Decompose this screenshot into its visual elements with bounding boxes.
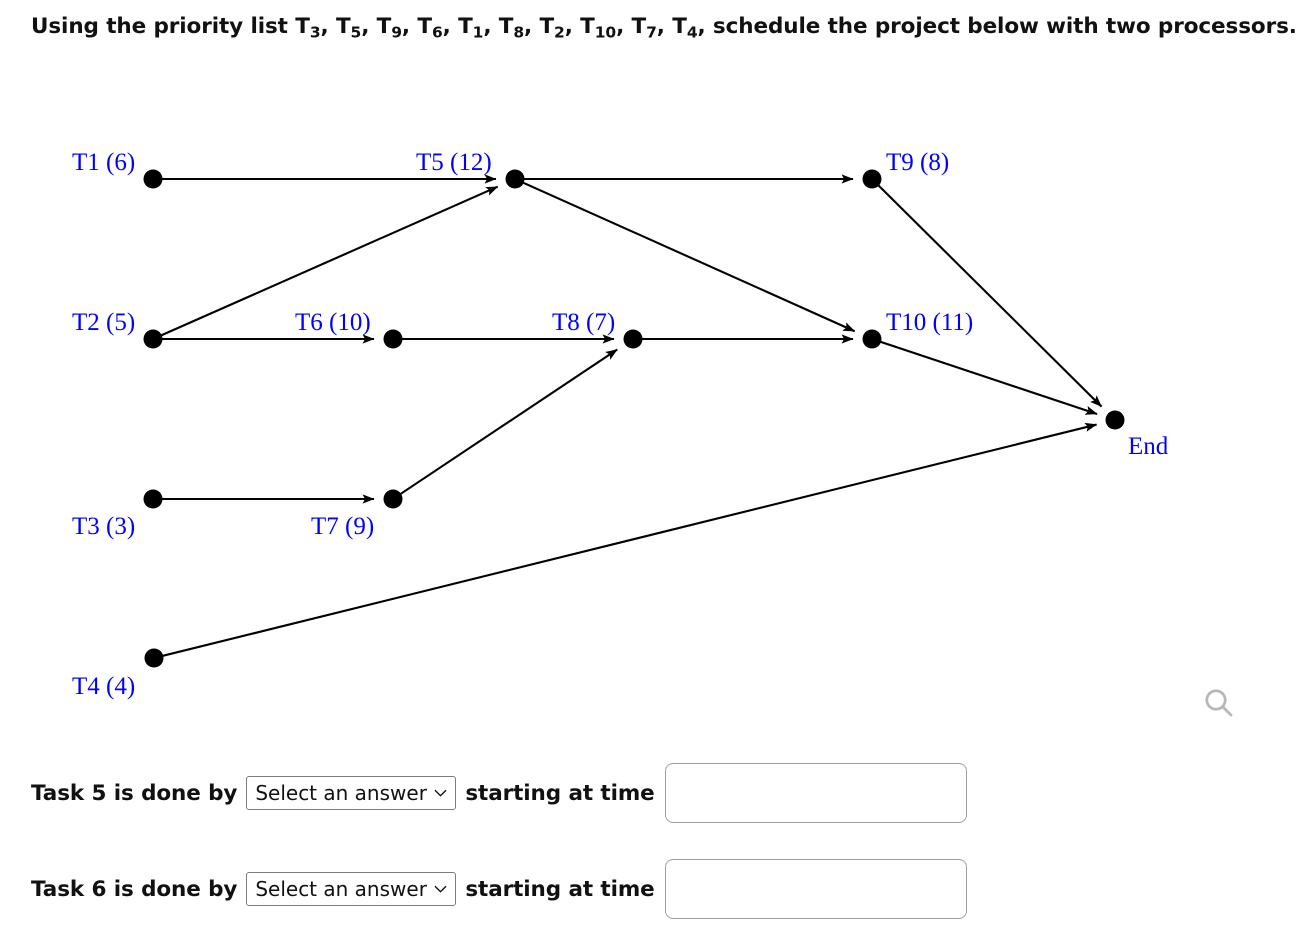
task5-processor-select[interactable]: Select an answer — [246, 776, 457, 810]
priority-list: T3, T5, T9, T6, T1, T8, T2, T10, T7, T4 — [295, 14, 698, 42]
node-t7 — [383, 489, 403, 509]
node-end — [1105, 410, 1125, 430]
priority-item-t8: T8 — [498, 14, 525, 42]
digraph-node-layer — [143, 169, 1125, 668]
priority-item-t2: T2 — [539, 14, 565, 42]
node-label-t9: T9 (8) — [886, 149, 949, 176]
node-label-t10: T10 (11) — [886, 309, 973, 336]
node-t6 — [383, 329, 403, 349]
task6-lead-label: Task 6 is done by — [31, 876, 238, 902]
task5-mid-label: starting at time — [465, 780, 655, 806]
node-label-t6: T6 (10) — [295, 309, 371, 336]
digraph-edge-layer — [159, 174, 1103, 658]
priority-item-t4: T4 — [672, 14, 698, 42]
priority-item-t1: T1 — [458, 14, 484, 42]
node-t9 — [862, 169, 882, 189]
digraph-label-layer: T1 (6) T5 (12) T9 (8) T2 (5) T6 (10) T8 (7) T1… — [72, 149, 1169, 700]
task6-start-time-input[interactable] — [664, 859, 967, 919]
prompt-before: Using the priority list — [31, 14, 296, 39]
question-prompt: Using the priority list T3, T5, T9, T6, … — [31, 12, 1301, 44]
task-digraph: T1 (6) T5 (12) T9 (8) T2 (5) T6 (10) T8 (7) T1… — [72, 149, 1169, 700]
edge-t10-to-end — [879, 340, 1098, 415]
priority-item-t7: T7 — [631, 14, 657, 42]
node-label-t8: T8 (7) — [552, 309, 615, 336]
priority-item-t10: T10 — [580, 14, 617, 42]
task6-mid-label: starting at time — [465, 876, 655, 902]
node-label-t2: T2 (5) — [72, 309, 135, 336]
task5-start-time-input[interactable] — [664, 763, 967, 823]
node-label-t4: T4 (4) — [72, 673, 135, 700]
node-label-t1: T1 (6) — [72, 149, 135, 176]
task5-processor-select-wrap: Select an answer — [246, 776, 457, 810]
node-t1 — [143, 169, 163, 189]
node-t2 — [143, 329, 163, 349]
node-label-end: End — [1128, 433, 1169, 460]
edge-t5-to-t10 — [521, 181, 856, 333]
node-label-t7: T7 (9) — [311, 513, 374, 540]
answer-form: Task 5 is done by Select an answer start… — [0, 745, 1314, 937]
node-t5 — [505, 169, 525, 189]
answer-row-task5: Task 5 is done by Select an answer start… — [0, 745, 1314, 841]
priority-item-t9: T9 — [376, 14, 402, 42]
node-label-t3: T3 (3) — [72, 513, 135, 540]
priority-item-t5: T5 — [335, 14, 362, 42]
task6-processor-select[interactable]: Select an answer — [246, 872, 457, 906]
node-t10 — [862, 329, 882, 349]
priority-item-t6: T6 — [417, 14, 443, 42]
node-t8 — [623, 329, 643, 349]
task6-processor-select-wrap: Select an answer — [246, 872, 457, 906]
prompt-after: , schedule the project below with two pr… — [697, 14, 1297, 39]
edge-t4-to-end — [161, 422, 1098, 658]
node-t4 — [144, 648, 164, 668]
edge-t7-to-t8 — [399, 348, 618, 496]
answer-row-task6: Task 6 is done by Select an answer start… — [0, 841, 1314, 937]
edge-t2-to-t5 — [159, 185, 499, 337]
task5-lead-label: Task 5 is done by — [31, 780, 238, 806]
node-t3 — [143, 489, 163, 509]
node-label-t5: T5 (12) — [416, 149, 492, 176]
edge-t9-to-end — [876, 183, 1103, 408]
magnifier-icon[interactable] — [1199, 684, 1239, 724]
priority-item-t3: T3 — [295, 14, 321, 42]
